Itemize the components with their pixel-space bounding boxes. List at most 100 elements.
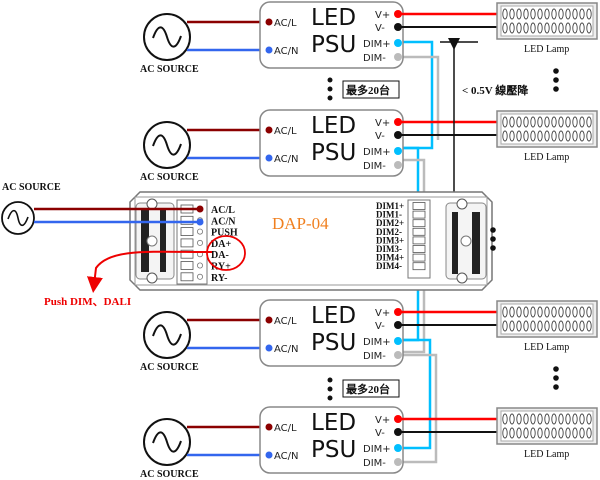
psu-box — [259, 109, 404, 177]
led-icon — [572, 320, 578, 332]
led-icon — [565, 8, 571, 20]
terminal-slot — [412, 227, 426, 236]
psu-title-line1: LED — [311, 410, 356, 436]
led-icon — [572, 8, 578, 20]
pin-ac-l: AC/L — [274, 423, 297, 434]
lamp-label: LED Lamp — [524, 152, 569, 163]
psu-box — [259, 406, 404, 474]
led-icon — [572, 22, 578, 34]
led-icon — [509, 320, 515, 332]
led-icon — [565, 320, 571, 332]
led-icon — [544, 427, 550, 439]
led-icon — [537, 306, 543, 318]
led-icon — [579, 306, 585, 318]
terminal-slot — [412, 245, 426, 253]
led-icon — [558, 413, 564, 425]
led-lamp: LED Lamp — [496, 110, 598, 163]
max-units-label-bottom: 最多20台 — [346, 382, 390, 396]
led-icon — [516, 320, 522, 332]
led-icon — [544, 130, 550, 142]
led-icon — [565, 427, 571, 439]
led-icon — [537, 22, 543, 34]
lamp-label: LED Lamp — [524, 342, 569, 353]
led-icon — [502, 427, 508, 439]
led-icon — [537, 8, 543, 20]
led-icon — [523, 130, 529, 142]
dap-pin-right: DIM3- — [376, 244, 402, 254]
led-icon — [586, 116, 592, 128]
led-lamp: LED Lamp — [496, 300, 598, 353]
led-icon — [565, 413, 571, 425]
led-icon — [579, 8, 585, 20]
pin-vminus: V- — [375, 428, 385, 439]
pin-ac-n: AC/N — [274, 46, 299, 57]
pin-vplus: V+ — [375, 118, 390, 129]
led-icon — [579, 413, 585, 425]
dap-pin-left: RY- — [211, 273, 228, 284]
terminal-slot — [412, 253, 426, 262]
lamp-ellipsis-top — [553, 68, 559, 92]
pin-dimminus: DIM- — [363, 458, 386, 469]
led-icon — [509, 427, 515, 439]
dap-pin-left: DA+ — [211, 239, 231, 250]
led-icon — [544, 413, 550, 425]
led-icon — [572, 130, 578, 142]
led-icon — [516, 116, 522, 128]
led-icon — [544, 8, 550, 20]
led-icon — [579, 22, 585, 34]
led-icon — [551, 306, 557, 318]
pin-ac-n: AC/N — [274, 154, 299, 165]
led-icon — [551, 413, 557, 425]
led-icon — [537, 427, 543, 439]
pin-vplus: V+ — [375, 308, 390, 319]
led-icon — [586, 130, 592, 142]
psu-box — [259, 1, 404, 69]
wire-psu1-dimminus — [398, 55, 440, 140]
led-icon — [558, 306, 564, 318]
led-icon — [572, 116, 578, 128]
led-icon — [565, 306, 571, 318]
pin-dimplus: DIM+ — [363, 147, 391, 158]
ac-source: AC SOURCE — [140, 311, 199, 373]
led-icon — [572, 306, 578, 318]
led-icon — [565, 130, 571, 142]
led-icon — [537, 320, 543, 332]
led-icon — [523, 427, 529, 439]
led-icon — [579, 427, 585, 439]
led-icon — [516, 130, 522, 142]
terminal-slot — [180, 261, 194, 270]
pin-ac-l: AC/L — [274, 18, 297, 29]
sine-wave-icon — [152, 431, 182, 453]
dap-pin-right: DIM2- — [376, 227, 402, 237]
led-icon — [502, 22, 508, 34]
led-icon — [565, 116, 571, 128]
dap-pin-left: AC/L — [211, 205, 235, 216]
psu-box — [259, 299, 404, 367]
led-icon — [502, 8, 508, 20]
dap-pin-right: DIM1- — [376, 210, 402, 220]
dap-ac-source: AC SOURCE — [1, 182, 204, 235]
ellipsis-dots-bottom — [327, 377, 333, 401]
terminal-slot — [180, 238, 194, 248]
dap-pin-right: DIM3+ — [376, 235, 404, 245]
psu-title-line2: PSU — [311, 437, 356, 463]
led-icon — [523, 306, 529, 318]
led-icon — [558, 22, 564, 34]
lamp-label: LED Lamp — [524, 449, 569, 460]
lamp-label: LED Lamp — [524, 44, 569, 55]
led-icon — [551, 320, 557, 332]
led-icon — [544, 116, 550, 128]
max-units-badge-bottom: 最多20台 — [342, 379, 400, 398]
dap-pin-right: DIM4- — [376, 261, 402, 271]
dap-ac-source-label: AC SOURCE — [2, 182, 61, 193]
led-icon — [544, 22, 550, 34]
pin-ac-l: AC/L — [274, 316, 297, 327]
terminal-slot — [412, 210, 426, 219]
sine-wave-icon — [7, 209, 29, 227]
led-icon — [502, 306, 508, 318]
led-icon — [551, 116, 557, 128]
lamp-ellipsis-bottom — [553, 366, 559, 390]
led-icon — [509, 130, 515, 142]
